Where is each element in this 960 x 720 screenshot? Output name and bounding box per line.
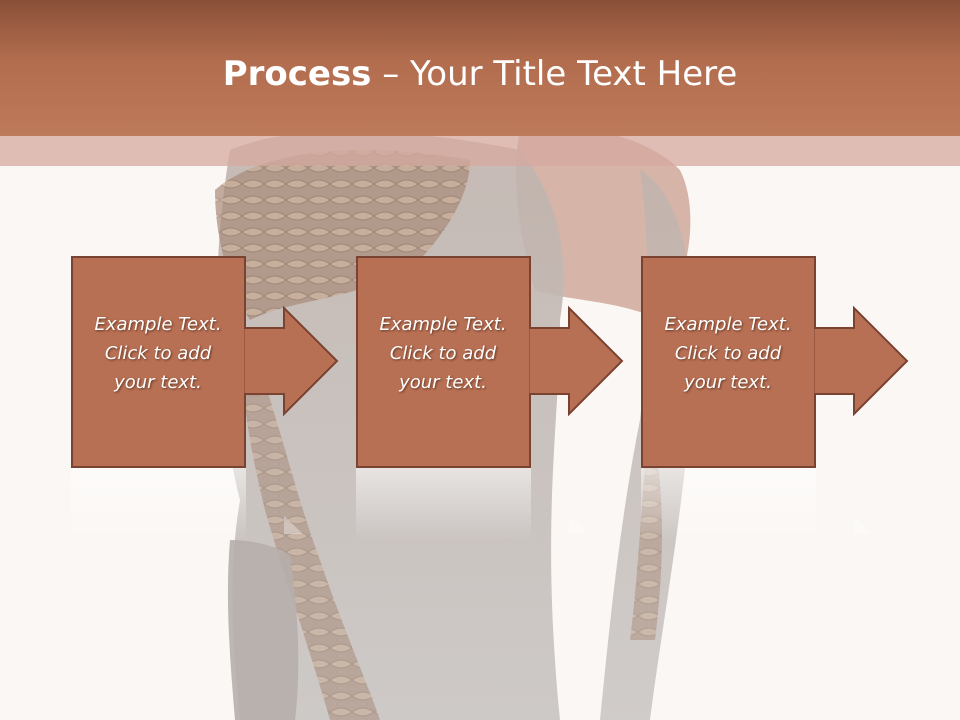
step-2-text[interactable]: Example Text. Click to add your text. [356,310,530,397]
step-3-text[interactable]: Example Text. Click to add your text. [641,310,815,397]
title-accent-band [0,136,960,166]
title-band [0,0,960,136]
step-2-line-1: Example Text. [379,314,507,335]
title-rest-text: – Your Title Text Here [371,54,738,94]
step-1-line-2: Click to add [104,343,212,364]
step-1-line-1: Example Text. [94,314,222,335]
slide-title[interactable]: Process – Your Title Text Here [0,52,960,96]
step-2-line-2: Click to add [389,343,497,364]
step-1-box-arrow-shape [71,256,339,468]
step-2-line-3: your text. [399,372,487,393]
step-3-line-1: Example Text. [664,314,792,335]
step-3-line-2: Click to add [674,343,782,364]
step-2-box-arrow-shape [356,256,624,468]
steps-reflection [71,468,873,540]
step-3-line-3: your text. [684,372,772,393]
step-1-line-3: your text. [114,372,202,393]
step-1-text[interactable]: Example Text. Click to add your text. [71,310,245,397]
step-3-box-arrow-shape [641,256,909,468]
title-bold-text: Process [222,54,372,94]
